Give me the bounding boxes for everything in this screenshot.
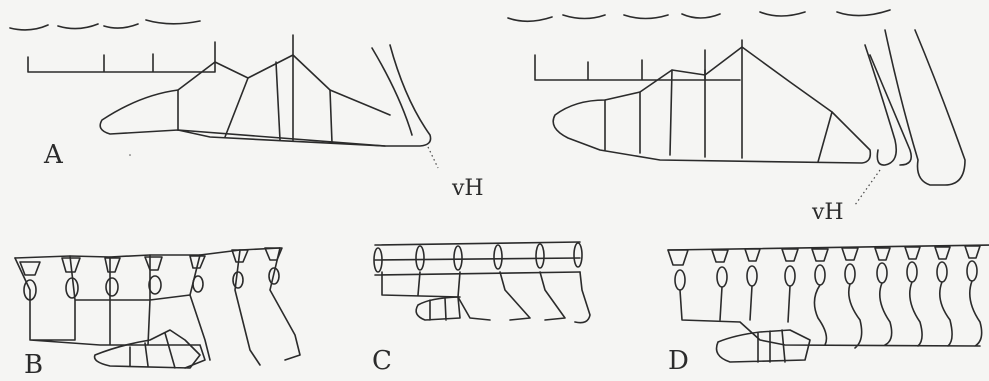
panel-a2-vh-leader <box>855 170 880 205</box>
panel-b-vertebrae <box>15 248 300 368</box>
panel-a2-drawing <box>508 10 965 205</box>
panel-a-vh-leader <box>428 147 438 168</box>
panel-b-ovals <box>24 268 279 300</box>
panel-d-body <box>680 281 982 348</box>
panel-a2-top-arcs <box>508 10 890 21</box>
panel-a2-plate-row <box>535 50 740 80</box>
panel-a2-segment-lines <box>605 40 832 162</box>
panel-a-top-arcs <box>10 20 200 30</box>
panel-c-body <box>382 272 590 323</box>
panel-a-segment-lines <box>178 35 332 143</box>
panel-a2-tooth-2 <box>885 30 965 185</box>
panel-c-drawing <box>374 242 590 323</box>
vh-label-left: vH <box>452 178 484 200</box>
panel-label-c: C <box>372 348 392 374</box>
panel-d-tail <box>717 330 811 362</box>
panel-d-drawing <box>668 245 989 362</box>
vh-label-right: vH <box>812 202 844 224</box>
panel-c-top-row <box>375 242 580 275</box>
panel-label-d: D <box>668 348 689 374</box>
panel-a-plate-row <box>28 42 215 72</box>
panel-a-body-outline <box>100 45 430 146</box>
panel-label-a: A <box>44 142 63 168</box>
panel-b-drawing <box>15 248 300 368</box>
panel-label-b: B <box>24 352 43 378</box>
panel-d-ovals <box>675 261 977 290</box>
panel-c-tail <box>416 297 460 320</box>
panel-b-nodes <box>20 248 282 275</box>
panel-a-drawing <box>10 20 438 168</box>
panel-a2-tooth-1 <box>865 45 911 165</box>
